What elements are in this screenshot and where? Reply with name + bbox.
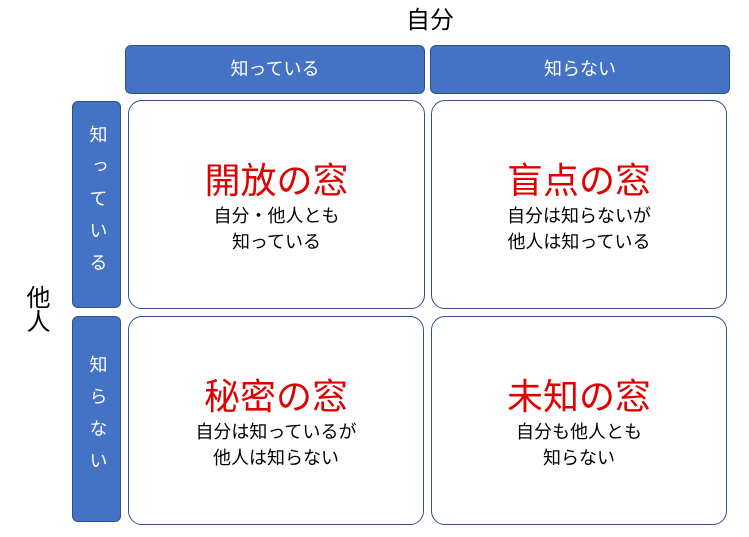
unknown-window-title: 未知の窓	[506, 376, 651, 418]
column-header-known: 知っている	[125, 45, 425, 94]
row-header-unknown: 知らない	[72, 316, 121, 522]
hidden-window-cell: 秘密の窓 自分は知っているが 他人は知らない	[128, 316, 424, 525]
open-window-description: 自分・他人とも 知っている	[213, 205, 340, 253]
row-header-known-label: 知っている	[86, 124, 108, 285]
blind-window-title: 盲点の窓	[506, 160, 651, 202]
hidden-window-title: 秘密の窓	[203, 376, 348, 418]
row-header-unknown-label: 知らない	[86, 355, 108, 483]
blind-window-cell: 盲点の窓 自分は知らないが 他人は知っている	[431, 100, 727, 309]
blind-window-description: 自分は知らないが 他人は知っている	[507, 205, 651, 253]
others-axis-label: 他人	[22, 285, 50, 333]
hidden-window-description: 自分は知っているが 他人は知らない	[195, 421, 357, 469]
unknown-window-description: 自分も他人とも 知らない	[516, 421, 642, 469]
row-header-known: 知っている	[72, 101, 121, 308]
self-axis-label: 自分	[406, 6, 454, 34]
column-header-unknown: 知らない	[430, 45, 730, 94]
open-window-title: 開放の窓	[204, 160, 349, 202]
unknown-window-cell: 未知の窓 自分も他人とも 知らない	[431, 316, 727, 525]
open-window-cell: 開放の窓 自分・他人とも 知っている	[128, 100, 425, 309]
